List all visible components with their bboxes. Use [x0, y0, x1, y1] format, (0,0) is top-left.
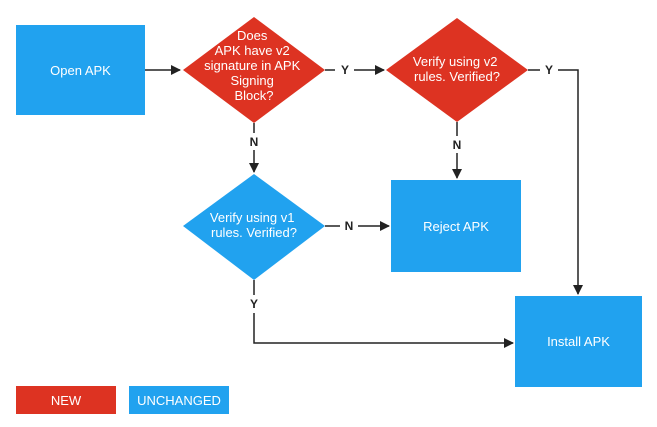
node-reject-apk: Reject APK — [391, 180, 521, 272]
reject-apk-label: Reject APK — [423, 219, 489, 234]
node-open-apk: Open APK — [16, 25, 145, 115]
edges — [145, 65, 583, 348]
open-apk-label: Open APK — [50, 63, 111, 78]
verify-v2-diamond — [386, 18, 528, 122]
install-apk-label: Install APK — [547, 334, 610, 349]
legend-new-label: NEW — [51, 393, 82, 408]
open-apk-box — [16, 25, 145, 115]
node-verify-v1: Verify using v1 rules. Verified? — [183, 174, 325, 280]
edge-label-verify-v1-no: N — [345, 219, 354, 233]
edge-label-v2-check-no: N — [250, 135, 259, 149]
verify-v1-diamond — [183, 174, 325, 280]
legend-unchanged-label: UNCHANGED — [137, 393, 221, 408]
edge-labels: Y N Y N N Y — [250, 63, 553, 311]
node-verify-v2: Verify using v2 rules. Verified? — [386, 18, 528, 122]
legend: NEW UNCHANGED — [16, 386, 229, 414]
edge-verify-v2-yes-b — [558, 69, 583, 295]
edge-label-verify-v2-no: N — [453, 138, 462, 152]
edge-label-verify-v2-yes: Y — [545, 63, 553, 77]
v2-check-diamond — [183, 17, 325, 123]
legend-new-swatch — [16, 386, 116, 414]
install-apk-box — [515, 296, 642, 387]
node-v2-signature-check: Does APK have v2 signature in APK Signin… — [183, 17, 325, 123]
verify-v2-label: Verify using v2 rules. Verified? — [413, 54, 501, 84]
legend-unchanged-swatch — [129, 386, 229, 414]
edge-label-verify-v1-yes: Y — [250, 297, 258, 311]
verify-v1-label: Verify using v1 rules. Verified? — [210, 210, 298, 240]
reject-apk-box — [391, 180, 521, 272]
node-install-apk: Install APK — [515, 296, 642, 387]
v2-check-label: Does APK have v2 signature in APK Signin… — [204, 28, 304, 103]
edge-verify-v1-yes-b — [253, 313, 514, 348]
edge-label-v2-check-yes: Y — [341, 63, 349, 77]
